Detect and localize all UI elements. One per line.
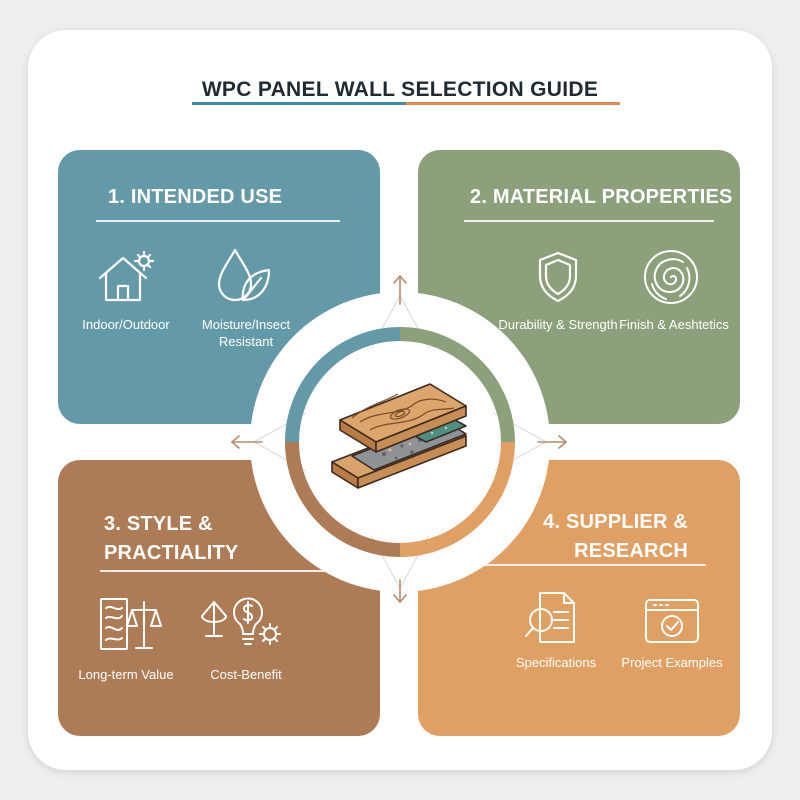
- item-label: Finish & Aeshtetics: [619, 317, 729, 332]
- wpc-board-layers-icon: [331, 383, 467, 489]
- arrow-down-head: [393, 594, 407, 604]
- heading-line: 4. SUPPLIER &: [543, 511, 688, 533]
- item-label: Moisture/Insect Resistant: [201, 317, 291, 349]
- item-label: Durability & Strength: [498, 317, 618, 332]
- item-label: Cost-Benefit: [210, 667, 282, 682]
- house-sun-icon: [98, 250, 155, 302]
- quadrant-heading: 1. INTENDED USE: [108, 186, 283, 208]
- shield-icon: [538, 251, 578, 303]
- heading-line: RESEARCH: [574, 540, 688, 562]
- quadrant-heading: 4. SUPPLIER & RESEARCH: [543, 508, 688, 566]
- title-underline: [192, 102, 620, 105]
- quadrant-heading: 2. MATERIAL PROPERTIES: [470, 186, 733, 208]
- calendar-check-icon: [645, 599, 699, 643]
- item-label: Long-term Value: [78, 667, 174, 682]
- arrow-up-head: [393, 274, 407, 284]
- wood-grain-swirl-icon: [644, 250, 698, 304]
- quadrant-material-properties: 2. MATERIAL PROPERTIES Durability & Stre…: [418, 150, 740, 424]
- heading-line: PRACTIALITY: [104, 542, 239, 564]
- arrow-right-head: [558, 435, 568, 449]
- panel-scale-icon: [100, 598, 162, 650]
- heading-rule: [100, 570, 348, 572]
- item-label: Project Examples: [621, 655, 723, 670]
- document-magnifier-icon: [525, 592, 575, 643]
- item-label: Specifications: [515, 655, 597, 670]
- heading-rule: [96, 220, 340, 222]
- quadrant-style-practicality: 3. STYLE & PRACTIALITY Long-term Value C…: [58, 460, 380, 736]
- ring-arc-blue: [285, 327, 401, 443]
- ring-arc-brown: [285, 441, 401, 557]
- heading-line: 3. STYLE &: [104, 513, 213, 535]
- page-title: WPC PANEL WALL SELECTION GUIDE: [201, 78, 599, 101]
- ring-arc-green: [399, 327, 515, 443]
- quadrant-heading: 3. STYLE & PRACTIALITY: [104, 510, 238, 568]
- heading-rule: [464, 220, 714, 222]
- item-label: Indoor/Outdoor: [82, 317, 170, 332]
- ring-arc-orange: [399, 441, 515, 557]
- dollar-bulb-gear-icon: [201, 597, 281, 645]
- heading-rule: [458, 564, 706, 566]
- arrow-left-head: [230, 435, 240, 449]
- water-drop-leaf-icon: [217, 248, 271, 302]
